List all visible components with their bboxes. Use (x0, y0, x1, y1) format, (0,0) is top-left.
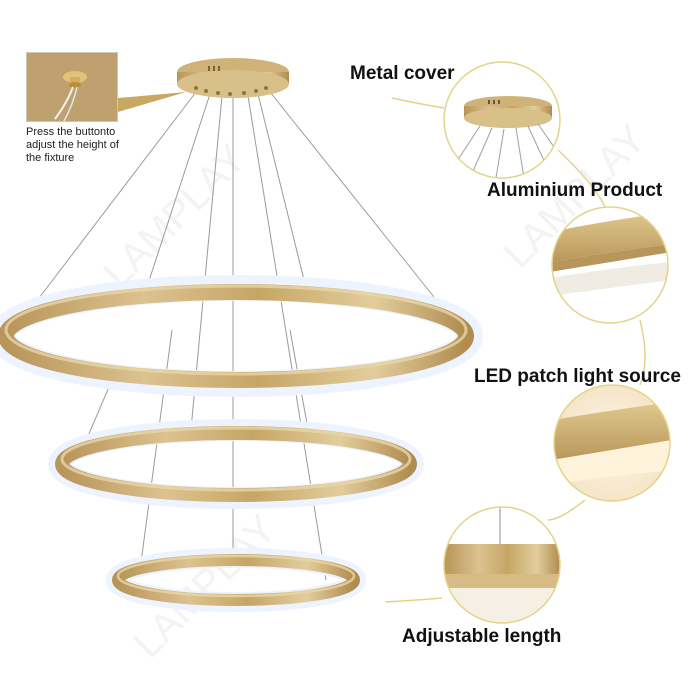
inset-caption: Press the buttonto adjust the height of … (26, 126, 146, 165)
label-aluminium-product: Aluminium Product (487, 180, 663, 201)
callout-led (553, 384, 671, 502)
inset-caption-line1: Press the buttonto (26, 126, 116, 138)
ring-large (0, 275, 483, 397)
ceiling-canopy (177, 58, 289, 98)
callout-aluminium (551, 206, 669, 324)
ring-medium (48, 419, 424, 509)
ring-small (106, 548, 366, 612)
callout-metal-cover (443, 61, 561, 179)
label-metal-cover: Metal cover (350, 63, 455, 84)
inset-caption-line3: the fixture (26, 152, 75, 164)
inset-button-photo (26, 52, 118, 122)
callout-adjustable (443, 506, 561, 624)
inset-caption-line2: adjust the height of (26, 139, 119, 151)
label-adjustable-length: Adjustable length (402, 626, 562, 647)
callout-lines (384, 97, 646, 603)
label-led-source: LED patch light source (474, 366, 681, 387)
inset-pointer (118, 92, 186, 112)
